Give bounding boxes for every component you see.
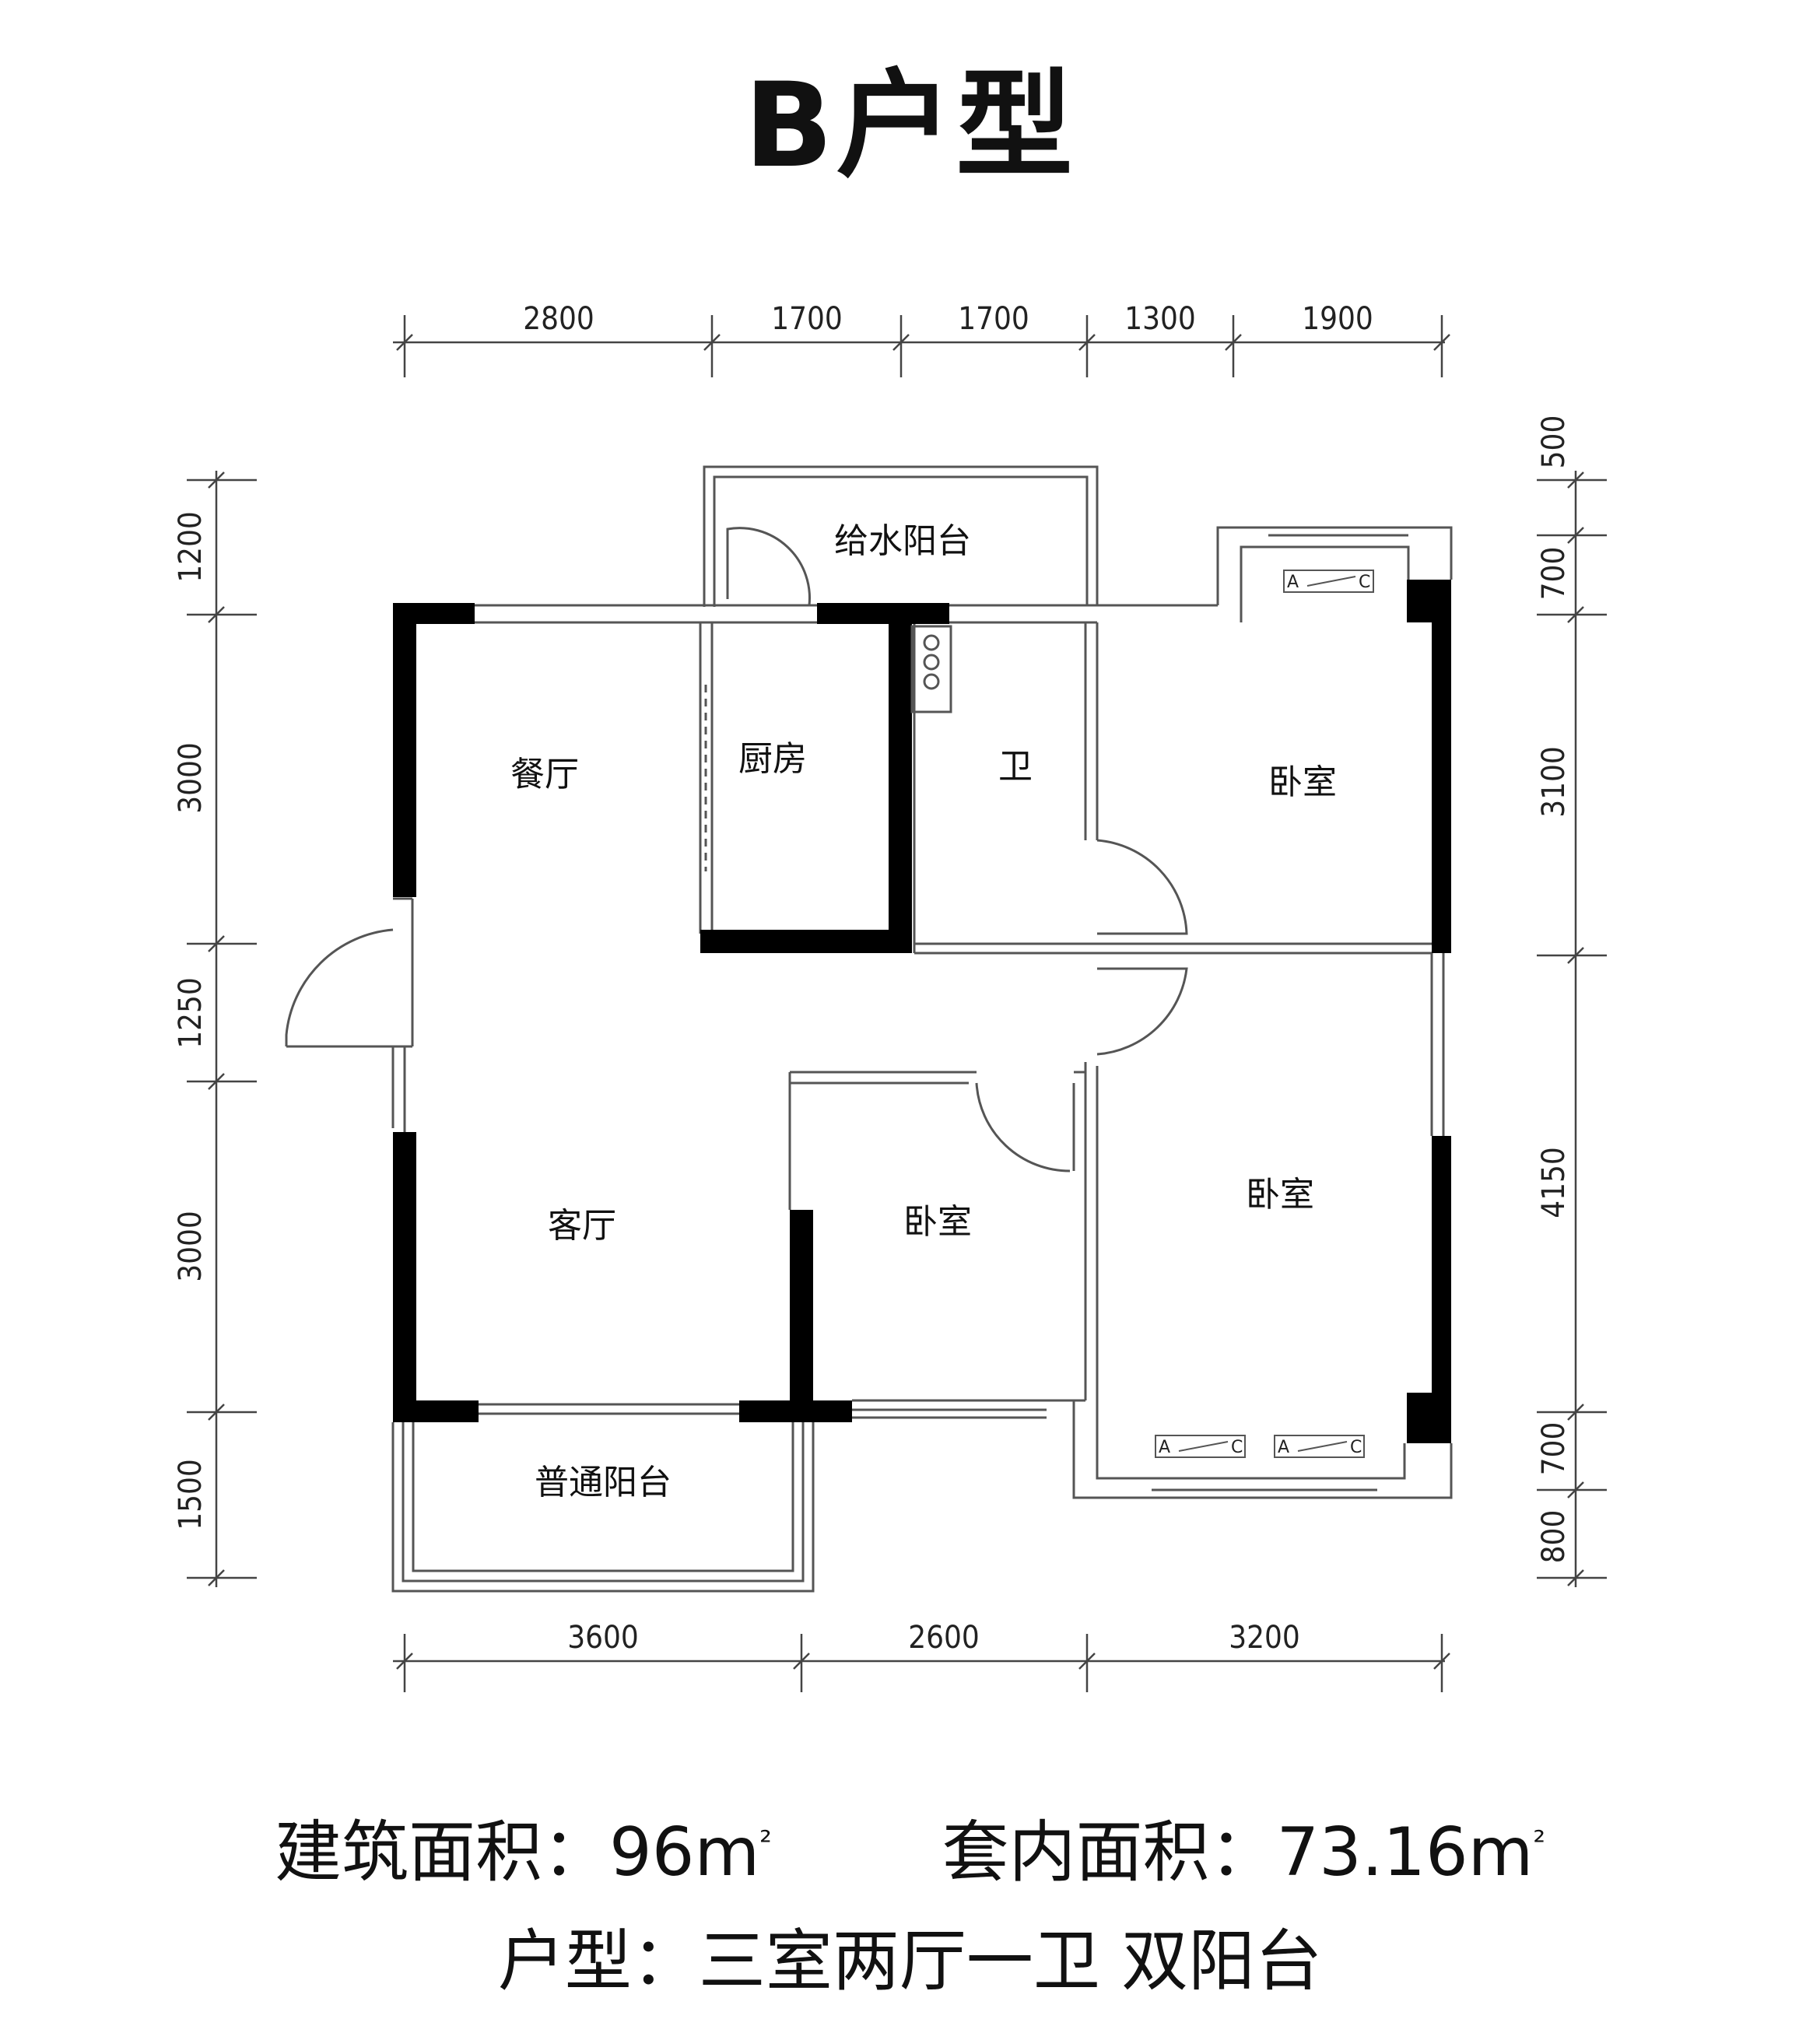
dim-top-3: 1700 — [958, 301, 1029, 337]
room-living: 客厅 — [548, 1206, 616, 1246]
dim-right — [1537, 471, 1607, 1587]
building-area-label: 建筑面积： — [275, 1814, 610, 1891]
dim-right-1: 500 — [1536, 415, 1572, 469]
inner-area-value: 73.16 — [1276, 1814, 1468, 1891]
dim-right-4: 4150 — [1536, 1147, 1572, 1218]
stove-icon — [910, 625, 952, 713]
building-area-value: 96 — [609, 1814, 695, 1891]
ac-c-label: C — [1231, 1438, 1243, 1457]
dim-top — [393, 315, 1450, 377]
dim-right-5: 700 — [1536, 1422, 1572, 1476]
room-bedroom-mid: 卧室 — [903, 1202, 972, 1242]
inner-area-label: 套内面积： — [942, 1814, 1277, 1891]
dim-right-2: 700 — [1536, 547, 1572, 601]
layout-type-line: 户型：三室两厅一卫 双阳台 — [0, 1906, 1820, 2003]
area-line: 建筑面积：96m² 套内面积：73.16m² — [0, 1797, 1820, 1895]
ac-unit-se-1: A C — [1155, 1435, 1246, 1458]
room-bath: 卫 — [998, 747, 1033, 787]
dim-bottom-3: 3200 — [1229, 1620, 1300, 1656]
dim-bottom-labels: 3600 2600 3200 — [567, 1620, 1300, 1656]
room-labels: 餐厅 厨房 卫 卧室 卧室 卧室 客厅 给水阳台 普通阳台 — [510, 521, 1337, 1502]
dim-top-5: 1900 — [1302, 301, 1373, 337]
dim-left-1: 1200 — [173, 511, 209, 583]
door-swings — [285, 527, 1188, 1172]
ac-c-label: C — [1359, 573, 1370, 592]
thin-walls — [391, 465, 1453, 1593]
room-bedroom-ne: 卧室 — [1268, 762, 1337, 802]
dim-bottom-2: 2600 — [908, 1620, 980, 1656]
ac-a-label: A — [1278, 1438, 1289, 1457]
dim-left-5: 1500 — [173, 1459, 209, 1530]
page-title: B户型 — [744, 58, 1076, 194]
room-service-balcony: 给水阳台 — [834, 521, 971, 561]
layout-type-value: 三室两厅一卫 双阳台 — [698, 1923, 1323, 2000]
dim-left-2: 3000 — [173, 742, 209, 814]
layout-type-label: 户型： — [497, 1923, 699, 2000]
room-balcony: 普通阳台 — [535, 1463, 672, 1502]
dim-bottom — [393, 1634, 1450, 1692]
inner-area-unit-sup: ² — [1533, 1824, 1545, 1860]
ac-unit-ne: A C — [1283, 570, 1374, 593]
dim-left-3: 1250 — [173, 977, 209, 1049]
building-area-unit: m — [694, 1814, 760, 1891]
dim-right-labels: 500 700 3100 4150 700 800 — [1536, 415, 1572, 1564]
room-dining: 餐厅 — [510, 755, 579, 794]
ac-a-label: A — [1287, 573, 1299, 592]
dim-top-1: 2800 — [523, 301, 594, 337]
dim-top-labels: 2800 1700 1700 1300 1900 — [523, 301, 1373, 337]
room-kitchen: 厨房 — [738, 739, 807, 779]
dim-left-labels: 1200 3000 1250 3000 1500 — [173, 511, 209, 1530]
ac-a-label: A — [1159, 1438, 1170, 1457]
dim-top-4: 1300 — [1124, 301, 1196, 337]
building-area-unit-sup: ² — [759, 1824, 772, 1860]
inner-area-unit: m — [1468, 1814, 1534, 1891]
dim-right-6: 800 — [1536, 1510, 1572, 1564]
dim-bottom-1: 3600 — [567, 1620, 639, 1656]
dim-right-3: 3100 — [1536, 746, 1572, 818]
solid-walls — [393, 580, 1451, 1443]
dim-top-2: 1700 — [771, 301, 843, 337]
dim-left-4: 3000 — [173, 1211, 209, 1282]
dim-left — [187, 471, 257, 1587]
ac-unit-se-2: A C — [1274, 1435, 1365, 1458]
room-bedroom-e: 卧室 — [1246, 1175, 1314, 1215]
ac-c-label: C — [1350, 1438, 1362, 1457]
